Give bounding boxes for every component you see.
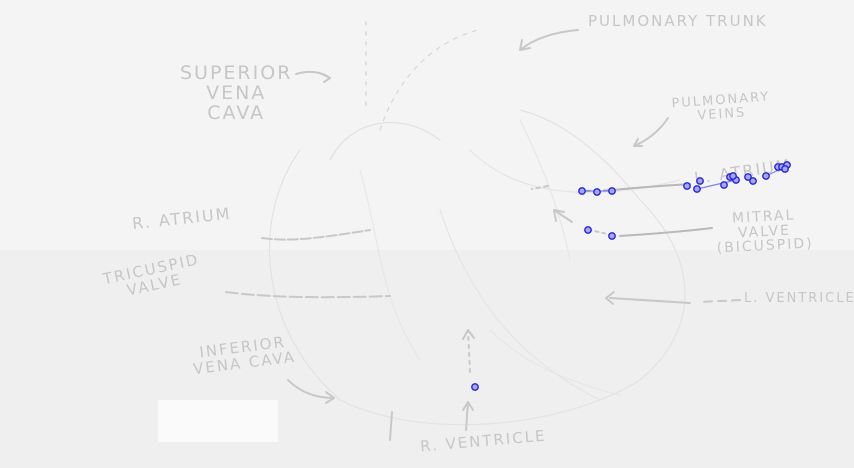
superior-vena-cava-label: SUPERIOR VENA CAVA xyxy=(180,62,293,124)
annotation-marker xyxy=(584,226,592,234)
pulmonary-veins-leader xyxy=(633,117,669,147)
annotation-marker xyxy=(781,165,789,173)
annotation-marker xyxy=(729,172,737,180)
annotation-line xyxy=(696,179,737,190)
r-ventricle-leader xyxy=(465,401,469,431)
tricuspid-leader xyxy=(225,291,391,299)
annotation-marker xyxy=(693,185,701,193)
ivc-leader xyxy=(287,379,335,399)
r-atrium-leader xyxy=(261,229,371,241)
annotation-marker xyxy=(608,232,616,240)
l-ventricle-label: L. VENTRICLE xyxy=(744,291,854,306)
pulmonary-trunk-label: PULMONARY TRUNK xyxy=(588,12,768,30)
annotation-marker xyxy=(593,188,601,196)
annotation-marker xyxy=(749,177,757,185)
annotation-marker xyxy=(744,173,752,181)
annotation-marker xyxy=(720,181,728,189)
annotation-marker xyxy=(683,182,691,190)
annotation-marker xyxy=(762,172,770,180)
annotation-marker xyxy=(471,383,479,391)
annotation-marker xyxy=(608,187,616,195)
marker-group xyxy=(471,161,791,391)
l-ventricle-leader xyxy=(699,299,741,303)
annotation-marker xyxy=(578,187,586,195)
l-atrium-leader xyxy=(613,183,691,191)
mitral-leader xyxy=(619,227,713,237)
annotation-marker xyxy=(696,177,704,185)
pulmonary-trunk-leader xyxy=(519,29,579,51)
